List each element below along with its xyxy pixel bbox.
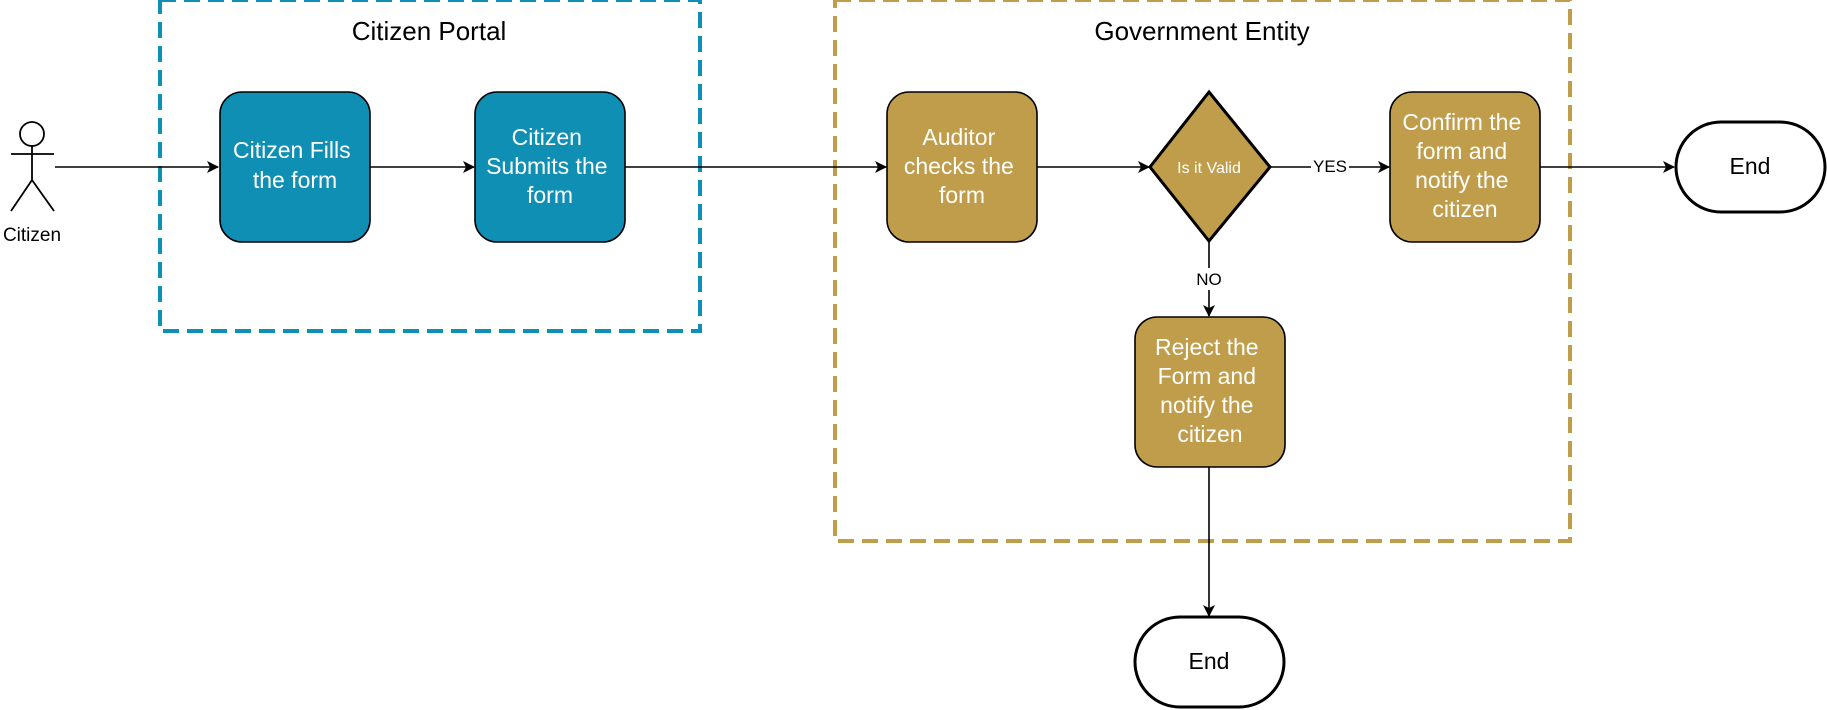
actor-label: Citizen (3, 225, 61, 246)
end-node-right: End (1674, 120, 1827, 214)
auditor-checks-form-node: Auditor checks the form (886, 91, 1038, 243)
end-bottom-label: End (1189, 648, 1230, 674)
actor-right-leg-icon (31, 179, 55, 212)
confirm-form-label: Confirm the form and notify the citizen (1402, 109, 1527, 222)
is-it-valid-label: Is it Valid (1177, 160, 1241, 177)
end-right-terminator (1674, 120, 1827, 214)
auditor-checks-form-box (886, 91, 1038, 243)
reject-form-node: Reject the Form and notify the citizen (1134, 316, 1286, 468)
actor-left-leg-icon (10, 179, 33, 212)
actor-head-icon (19, 121, 45, 147)
citizen-portal-lane (158, 0, 702, 333)
end-right-label: End (1730, 153, 1771, 179)
government-entity-title: Government Entity (1094, 16, 1309, 46)
no-edge-label: NO (1196, 270, 1222, 289)
citizen-actor: Citizen (3, 121, 61, 246)
auditor-checks-form-label: Auditor checks the form (904, 124, 1020, 208)
citizen-submits-form-label: Citizen Submits the form (486, 124, 614, 208)
citizen-portal-title: Citizen Portal (352, 16, 507, 46)
citizen-submits-form-node: Citizen Submits the form (474, 91, 626, 243)
confirm-form-node: Confirm the form and notify the citizen (1389, 91, 1541, 243)
citizen-fills-form-node: Citizen Fills the form (219, 91, 371, 243)
yes-edge-label: YES (1313, 157, 1347, 176)
no-label-background (1192, 268, 1228, 290)
yes-label-background (1311, 155, 1349, 177)
citizen-fills-form-box (219, 91, 371, 243)
reject-form-label: Reject the Form and notify the citizen (1155, 334, 1265, 447)
is-it-valid-decision: Is it Valid (1148, 89, 1272, 244)
citizen-fills-form-label: Citizen Fills the form (233, 137, 357, 193)
confirm-form-box (1389, 91, 1541, 243)
reject-form-box (1134, 316, 1286, 468)
citizen-submits-form-box (474, 91, 626, 243)
end-node-bottom: End (1133, 615, 1286, 709)
is-it-valid-diamond (1148, 89, 1272, 244)
government-entity-lane (833, 0, 1572, 543)
end-bottom-terminator (1133, 615, 1286, 709)
